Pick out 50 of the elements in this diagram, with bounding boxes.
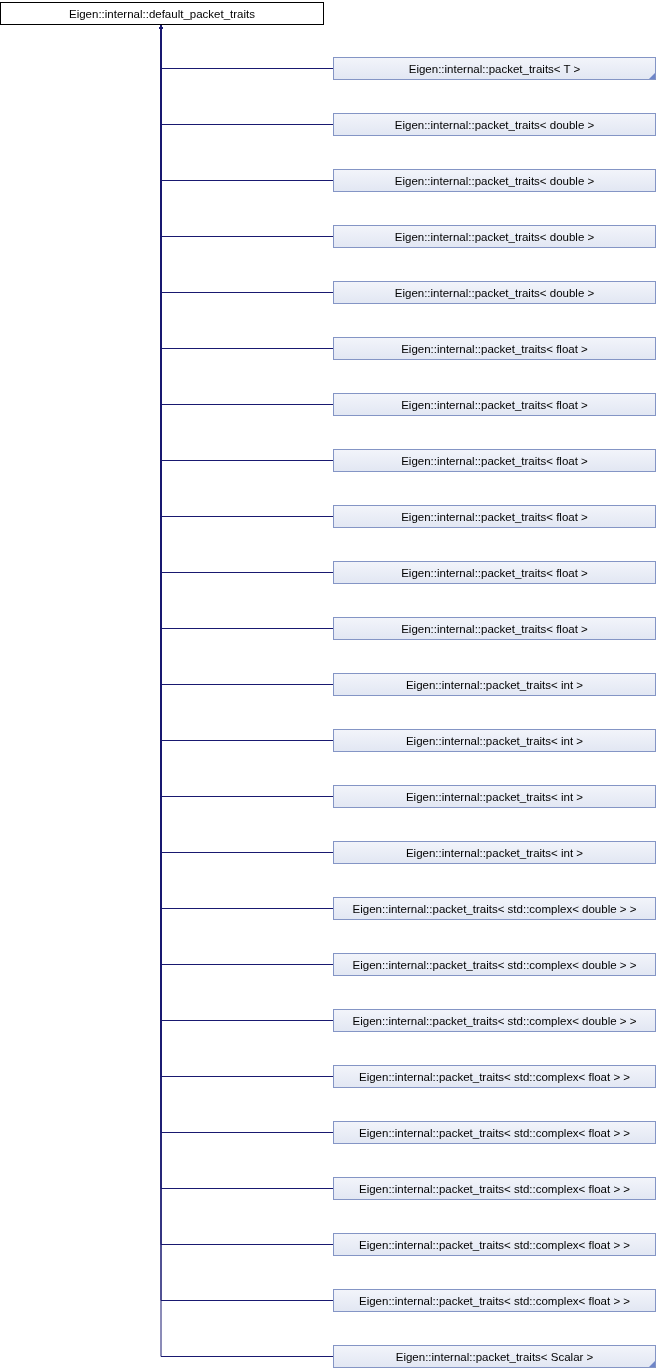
class-box [333, 1177, 656, 1200]
class-name: Eigen::internal::packet_traits< std::complex< double > > [352, 902, 637, 915]
class-box [333, 1233, 656, 1256]
class-name: Eigen::internal::packet_traits< float > [401, 510, 588, 523]
class-box [333, 1065, 656, 1088]
class-name: Eigen::internal::packet_traits< double > [394, 230, 595, 243]
class-box [0, 2, 324, 25]
class-box [333, 1345, 656, 1368]
class-name: Eigen::internal::packet_traits< int > [405, 846, 584, 859]
class-name: Eigen::internal::packet_traits< float > [401, 342, 588, 355]
class-box [333, 1009, 656, 1032]
class-name: Eigen::internal::packet_traits< T > [408, 62, 581, 75]
class-box [333, 673, 656, 696]
class-name: Eigen::internal::packet_traits< std::complex< float > > [358, 1070, 630, 1083]
class-name: Eigen::internal::packet_traits< std::complex< float > > [358, 1182, 630, 1195]
class-box [333, 393, 656, 416]
class-box [333, 505, 656, 528]
class-name: Eigen::internal::packet_traits< std::complex< double > > [352, 1014, 637, 1027]
class-name: Eigen::internal::packet_traits< float > [401, 622, 588, 635]
class-name: Eigen::internal::packet_traits< std::complex< float > > [358, 1294, 630, 1307]
class-box [333, 729, 656, 752]
class-name: Eigen::internal::packet_traits< std::complex< double > > [352, 958, 637, 971]
class-box [333, 449, 656, 472]
class-name: Eigen::internal::packet_traits< std::complex< float > > [358, 1238, 630, 1251]
class-name: Eigen::internal::packet_traits< int > [405, 678, 584, 691]
class-box [333, 841, 656, 864]
class-box [333, 561, 656, 584]
class-name: Eigen::internal::packet_traits< float > [401, 398, 588, 411]
class-name: Eigen::internal::packet_traits< std::complex< float > > [358, 1126, 630, 1139]
class-box [333, 281, 656, 304]
class-box [333, 785, 656, 808]
class-box [333, 225, 656, 248]
class-box [333, 1289, 656, 1312]
class-box [333, 897, 656, 920]
class-name: Eigen::internal::packet_traits< double > [394, 286, 595, 299]
class-box [333, 617, 656, 640]
class-name: Eigen::internal::packet_traits< int > [405, 790, 584, 803]
class-name: Eigen::internal::packet_traits< float > [401, 454, 588, 467]
class-box [333, 169, 656, 192]
class-box [333, 113, 656, 136]
class-name: Eigen::internal::packet_traits< float > [401, 566, 588, 579]
class-box [333, 1121, 656, 1144]
class-name: Eigen::internal::packet_traits< Scalar > [395, 1350, 594, 1363]
class-name: Eigen::internal::packet_traits< double > [394, 174, 595, 187]
class-name: Eigen::internal::packet_traits< int > [405, 734, 584, 747]
class-box [333, 337, 656, 360]
class-name: Eigen::internal::packet_traits< double > [394, 118, 595, 131]
class-box [333, 57, 656, 80]
class-name: Eigen::internal::default_packet_traits [68, 7, 255, 20]
class-box [333, 953, 656, 976]
